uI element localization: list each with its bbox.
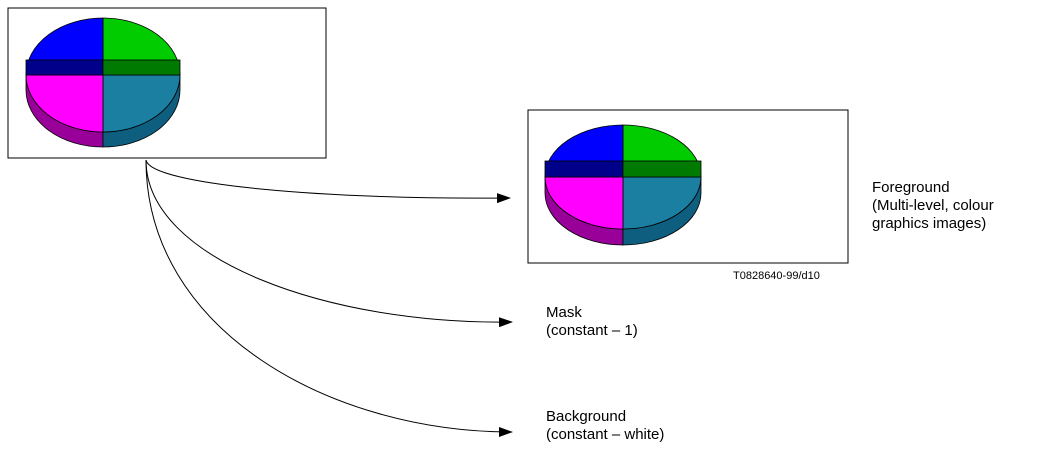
pie-slice-teal <box>622 176 702 230</box>
background-label-line-2: (constant – white) <box>546 426 665 443</box>
figure-reference-code: T0828640-99/d10 <box>733 270 820 282</box>
background-label: Background (constant – white) <box>546 408 664 444</box>
pie-slice-blue-edge <box>25 59 104 76</box>
pie-slice-magenta <box>544 176 624 230</box>
pie-slice-green-edge <box>102 59 181 76</box>
mask-label: Mask (constant – 1) <box>546 304 638 340</box>
foreground-pie-chart-graphic <box>544 124 702 246</box>
foreground-arrow <box>145 159 511 204</box>
foreground-label-line-3: graphics images) <box>872 215 987 232</box>
foreground-label: Foreground (Multi-level, colour graphics… <box>872 179 994 233</box>
mask-label-line-2: (constant – 1) <box>546 322 638 339</box>
mask-arrow <box>145 159 513 328</box>
mask-label-line-1: Mask <box>546 304 582 321</box>
pie-slice-magenta <box>25 74 104 133</box>
pie-slice-green-edge <box>622 160 702 178</box>
foreground-label-line-2: (Multi-level, colour <box>872 197 994 214</box>
pie-slice-teal <box>102 74 181 133</box>
background-label-line-1: Background <box>546 408 627 425</box>
source-pie-chart-graphic <box>25 17 181 148</box>
background-arrow <box>145 159 513 437</box>
foreground-label-line-1: Foreground <box>872 179 950 196</box>
pie-slice-blue-edge <box>544 160 624 178</box>
